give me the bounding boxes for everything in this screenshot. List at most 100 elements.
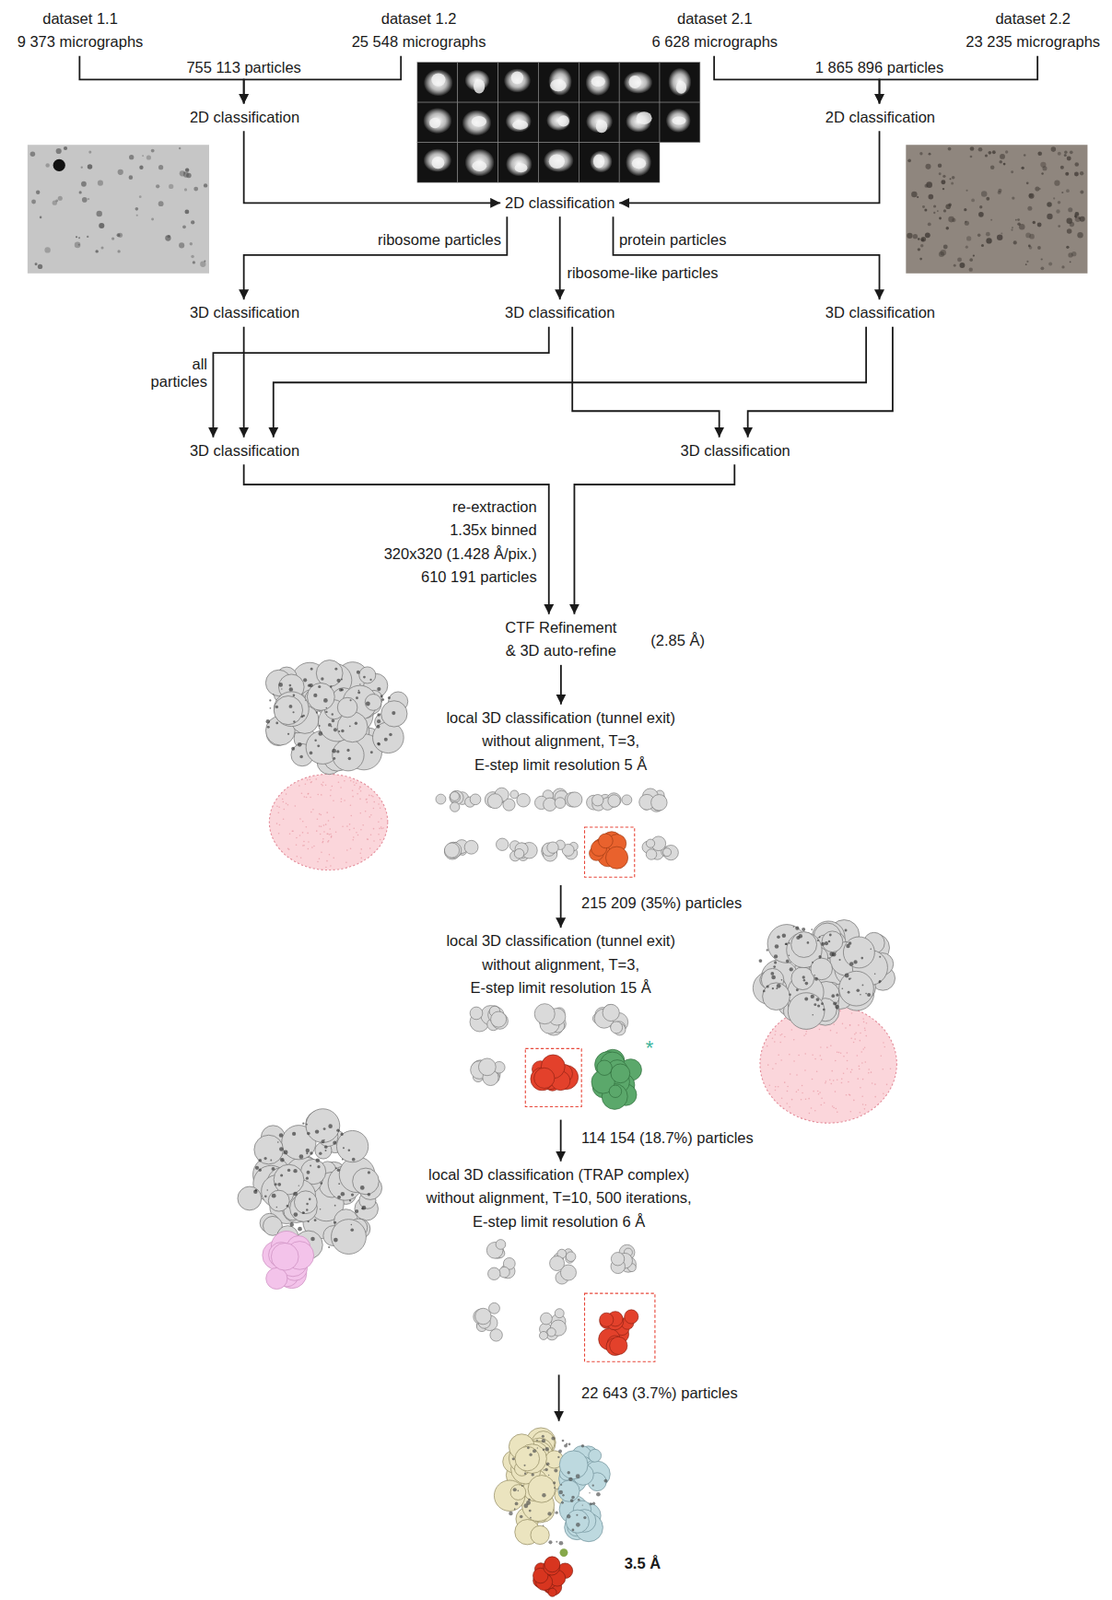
particle-dot [940,249,947,256]
texture-dot [553,1486,556,1489]
texture-dot [803,979,806,982]
mask-dot [295,837,298,840]
particle-dot [1018,223,1026,231]
particle-dot [1032,221,1036,224]
step-text: local 3D classification (tunnel exit) wi… [445,706,677,778]
texture-dot [341,1158,344,1161]
mask-dot [292,830,294,832]
particle-dot [1064,153,1067,157]
mask-dot [329,833,332,836]
particle-dot [1065,172,1069,176]
particle-dot [942,175,946,178]
mask-outline [269,773,387,870]
texture-dot [377,742,381,746]
mask-dot [366,838,369,841]
mask-dot [306,832,309,835]
mask-dot [832,1079,835,1082]
texture-dot [300,715,304,719]
texture-dot [387,696,391,700]
density-lobe [305,1109,340,1144]
micrograph [27,144,210,274]
flow-arrow [560,665,562,705]
texture-dot [776,935,781,939]
class-density [625,148,652,176]
texture-dot [331,713,334,715]
texture-dot [859,994,862,996]
mask-dot [832,1107,835,1110]
mask-dot [285,793,288,796]
texture-dot [329,685,332,688]
mask-dot [862,1103,865,1106]
texture-dot [264,1194,268,1198]
texture-dot [359,683,361,685]
mask-dot [836,1078,839,1081]
density-lobe [560,1451,589,1480]
texture-dot [542,1448,545,1451]
texture-dot [529,1517,532,1520]
density-lobe [464,840,479,855]
particle-dot [988,151,993,155]
mask-dot [865,1035,867,1038]
texture-dot [303,1212,305,1215]
text-line: E-step limit resolution 6 Å [472,1213,645,1230]
mask-dot [278,811,281,814]
mask-dot [858,1068,861,1071]
mask-dot [345,862,348,865]
texture-dot [315,1129,319,1134]
mask-dot [278,832,281,835]
density-lobe [554,797,566,809]
density-lobe [435,794,446,805]
marker-asterisk: * [643,1036,656,1060]
edge-label: 1 865 896 particles [813,58,946,77]
mask-dot [814,1110,817,1112]
texture-dot [332,1141,337,1146]
texture-dot [360,1185,365,1191]
texture-dot [321,1139,326,1144]
mask-dot [853,1100,855,1102]
density-map [473,1302,504,1342]
texture-dot [349,1199,352,1202]
mask-dot [824,1082,827,1085]
texture-dot [376,687,381,691]
density-lobe [469,794,481,806]
particle-dot [972,254,975,257]
density-lobe [510,790,519,799]
density-lobe [293,1191,317,1215]
mask-dot [333,817,336,820]
mask-dot [842,1023,844,1026]
texture-dot [384,737,388,742]
class-density [546,109,571,131]
density-lobe [489,1302,501,1314]
density-lobe [762,983,791,1011]
particle-dot [927,222,932,226]
particle-dot [970,146,975,152]
mask-dot [871,1082,874,1085]
texture-dot [292,1169,297,1173]
mask-dot [818,1093,820,1096]
particle-dot [992,150,996,154]
class-density [543,148,574,173]
mask-dot [800,1099,803,1101]
mask-dot [327,841,329,843]
particle-dot [1023,153,1027,157]
class-density [667,68,691,97]
mask-dot [328,833,331,836]
edge-label: ribosome particles [375,231,504,249]
mask-dot [842,1072,845,1075]
texture-dot [801,927,806,932]
particle-dot [158,164,164,170]
texture-dot [335,1167,338,1170]
note-text: 320x320 (1.428 Å/pix.) [382,545,539,563]
particle-dot [969,257,973,262]
density-lobe [624,1310,639,1324]
mask-dot [788,1106,791,1109]
mask-dot [836,1031,839,1034]
texture-dot [292,711,295,714]
mask-dot [847,1081,850,1084]
texture-dot [339,688,343,692]
texture-dot [272,693,274,695]
particle-dot [924,208,927,211]
texture-dot [527,1498,531,1501]
mask-dot [316,830,318,832]
texture-dot [784,943,787,946]
